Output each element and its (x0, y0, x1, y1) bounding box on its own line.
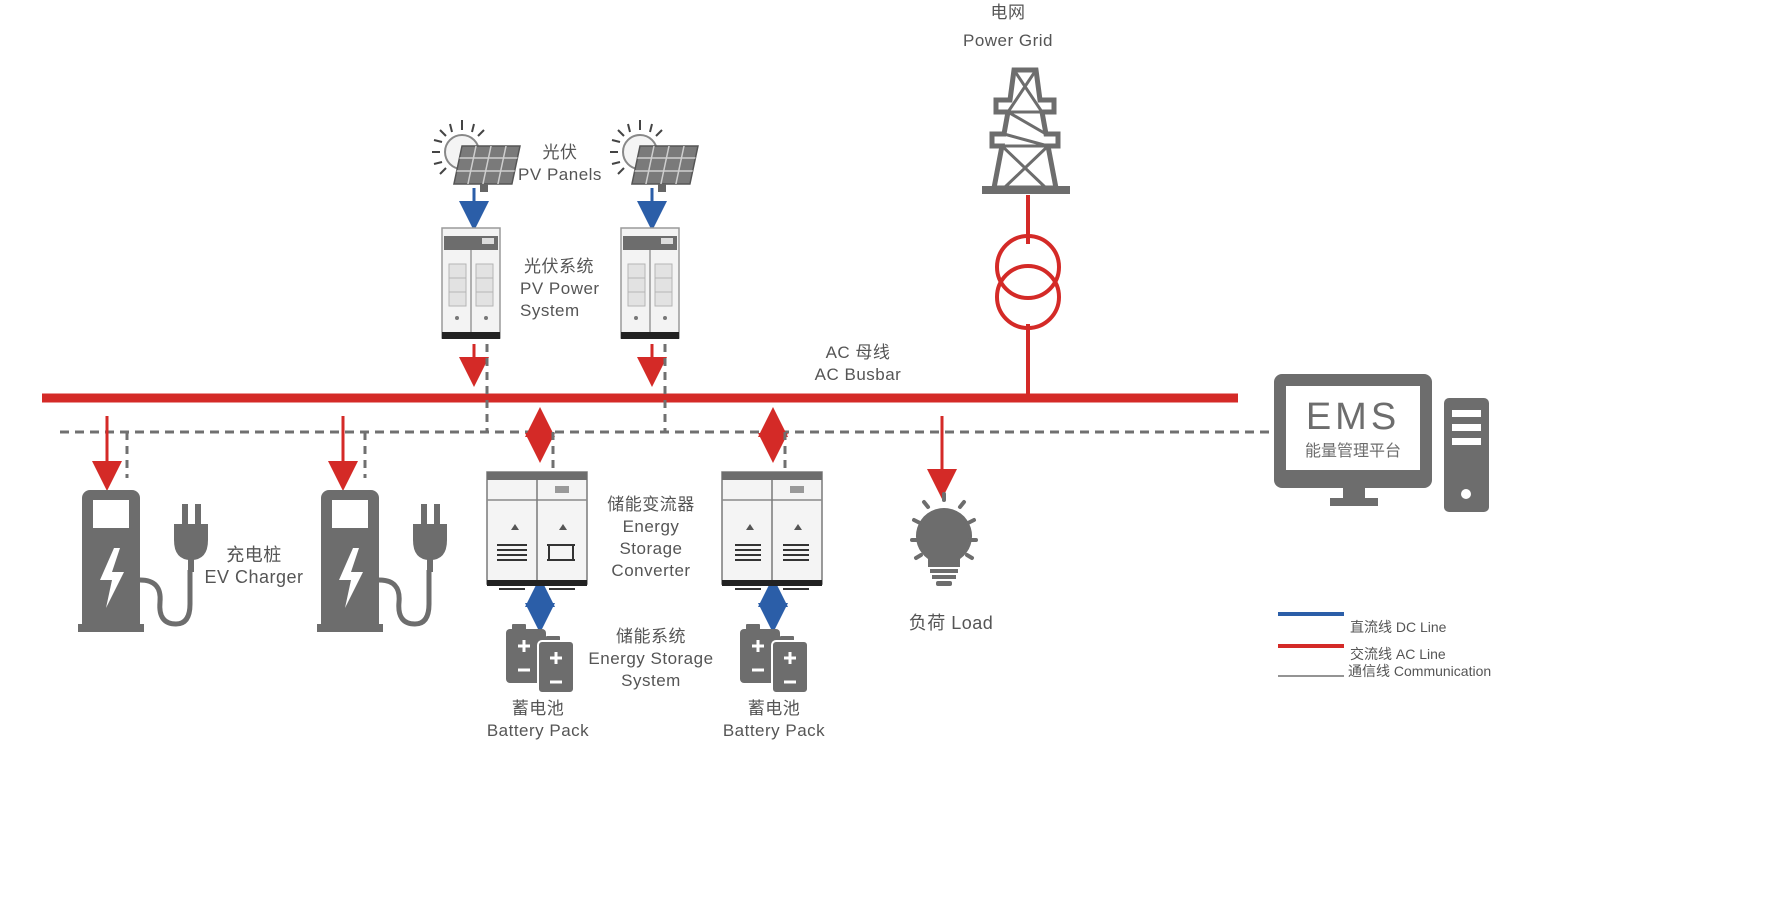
ev-charger-icon-1 (78, 490, 208, 632)
pv-system-label-cn: 光伏系统 (524, 257, 594, 276)
converter-label-en2: Storage (619, 539, 683, 558)
ems-monitor-icon: EMS 能量管理平台 (1274, 374, 1432, 506)
pv-inverter-icon-2 (620, 227, 680, 340)
battery-2-label-en: Battery Pack (722, 721, 826, 740)
ac-busbar-label-en: AC Busbar (814, 365, 902, 384)
ev-charger-icon-2 (317, 490, 447, 632)
battery-1-label-en: Battery Pack (486, 721, 590, 740)
ems-title: EMS (1306, 396, 1400, 438)
converter-label: 储能变流器 Energy Storage Converter (596, 494, 706, 582)
load-label-text: 负荷 Load (908, 613, 994, 633)
battery-pack-icon-1 (504, 622, 576, 695)
light-bulb-icon (910, 492, 978, 586)
transformer-icon (995, 234, 1061, 330)
grid-label-cn: 电网 (990, 3, 1026, 22)
legend-comm-label: 通信线 Communication (1348, 663, 1492, 679)
storage-converter-icon-2 (721, 471, 823, 590)
pv-system-label-en2: System (520, 301, 580, 320)
pv-system-label: 光伏系统 PV Power System (512, 256, 610, 322)
battery-1-label-cn: 蓄电池 (511, 699, 565, 718)
pv-panels-label-cn: 光伏 (542, 143, 578, 162)
solar-panel-icon-2 (609, 119, 699, 193)
ac-busbar-label: AC 母线 AC Busbar (808, 342, 908, 386)
ems-subtitle: 能量管理平台 (1305, 441, 1401, 460)
solar-panel-icon-1 (431, 119, 521, 193)
pv-inverter-icon-1 (441, 227, 501, 340)
ev-charger-label-en: EV Charger (204, 567, 304, 587)
legend-dc-label: 直流线 DC Line (1350, 619, 1447, 635)
battery-2-label-cn: 蓄电池 (747, 699, 801, 718)
converter-label-en3: Converter (611, 561, 691, 580)
computer-tower-icon (1444, 398, 1489, 512)
load-label: 负荷 Load (896, 612, 1006, 634)
pv-panels-label: 光伏 PV Panels (512, 142, 608, 186)
ess-label-en2: System (621, 671, 681, 690)
transmission-tower-icon (982, 67, 1070, 194)
converter-label-cn: 储能变流器 (607, 495, 695, 514)
battery-1-label: 蓄电池 Battery Pack (478, 698, 598, 742)
pv-panels-label-en: PV Panels (518, 165, 602, 184)
legend-ac-label: 交流线 AC Line (1350, 646, 1446, 662)
storage-converter-icon-1 (486, 471, 588, 590)
converter-label-en1: Energy (622, 517, 680, 536)
grid-label-en: Power Grid (962, 31, 1054, 50)
ess-label-cn: 储能系统 (616, 627, 686, 646)
ac-busbar-label-cn: AC 母线 (825, 343, 891, 362)
battery-2-label: 蓄电池 Battery Pack (714, 698, 834, 742)
ev-charger-label-cn: 充电桩 (226, 545, 282, 565)
ev-charger-label: 充电桩 EV Charger (204, 544, 304, 588)
ess-label: 储能系统 Energy Storage System (586, 626, 716, 692)
battery-pack-icon-2 (738, 622, 810, 695)
grid-label: 电网 Power Grid (958, 2, 1058, 52)
pv-system-label-en1: PV Power (520, 279, 600, 298)
ess-label-en1: Energy Storage (588, 649, 714, 668)
